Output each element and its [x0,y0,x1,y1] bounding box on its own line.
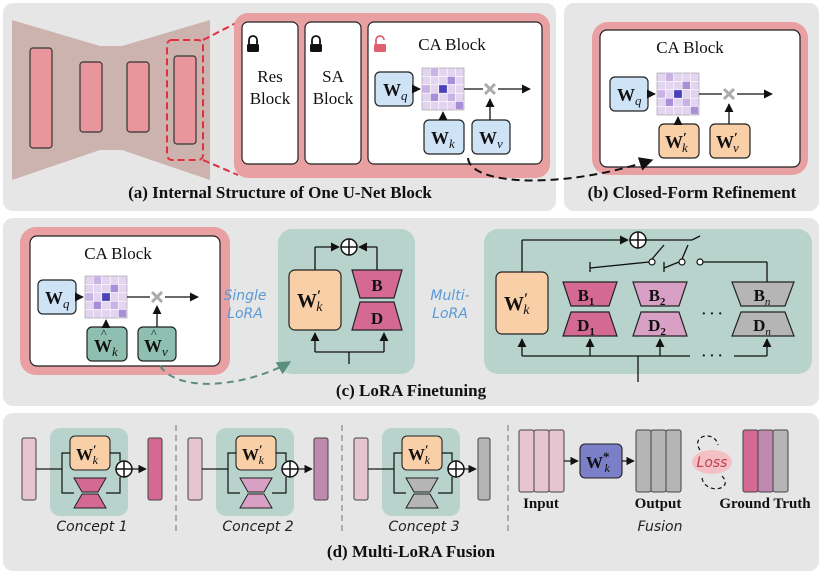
svg-text:B1: B1 [578,286,595,308]
lora-d-block [351,301,403,331]
ca-block-title: CA Block [656,38,724,57]
lora-d2-block [632,311,688,337]
lora-b2-block [632,281,688,307]
lora-b-block [351,269,403,299]
ca-block-title: CA Block [84,244,152,263]
attention-map [421,67,465,111]
concept-1-label: Concept 1 [56,519,127,535]
svg-text:D1: D1 [577,316,595,338]
caption-d: (d) Multi-LoRA Fusion [327,542,496,561]
unet-block-4 [173,55,197,145]
caption-a: (a) Internal Structure of One U-Net Bloc… [128,183,432,202]
sa-block [304,21,362,165]
wv-prime-box [709,123,751,159]
svg-text:D2: D2 [648,316,666,338]
unet-block-2 [79,61,103,133]
input-label: Input [523,496,559,512]
finetune-arrow [159,361,292,385]
svg-text:Wk: Wk [94,336,118,359]
concept-1-module: W′k [21,428,163,516]
svg-text:W′v: W′v [716,131,739,155]
ellipsis-2: · · · [701,349,722,364]
svg-text:D: D [371,309,383,328]
res-block [241,21,299,165]
lora-d1-block [562,311,618,337]
svg-text:W*k: W*k [586,449,611,475]
svg-text:W′k: W′k [504,291,530,318]
add-icon [629,231,647,249]
concept-2-module: W′k [187,428,329,516]
svg-text:Dn: Dn [753,316,771,338]
svg-text:Wq: Wq [617,85,642,108]
ground-truth-stack [742,429,789,493]
loss-blob [692,450,732,474]
attention-map [84,275,128,319]
multi-lora-label: Multi- [430,288,469,304]
lora-b1-block [562,281,618,307]
unet-block-3 [126,61,150,133]
concept-2-label: Concept 2 [222,519,293,535]
concept-3-label: Concept 3 [388,519,459,535]
output-label: Output [635,496,682,512]
svg-text:W′k: W′k [665,131,688,155]
svg-text:Bn: Bn [754,286,771,308]
unet-block-1 [29,47,53,149]
caption-c: (c) LoRA Finetuning [336,381,487,400]
ca-block-title: CA Block [418,35,486,54]
hat-mark: ^ [151,326,157,340]
sa-block-label-2: Block [313,89,354,108]
svg-text:Wk: Wk [431,128,455,151]
svg-text:W′k: W′k [297,288,323,315]
single-lora-label: Single [223,288,266,304]
refine-arrow [467,157,654,182]
svg-text:Wq: Wq [383,80,408,103]
fusion-input-stack [518,429,565,493]
svg-text:B: B [371,276,382,295]
res-block-label-2: Block [250,89,291,108]
svg-text:W′k: W′k [408,442,431,467]
fusion-label: Fusion [638,519,683,535]
multi-lora-label-2: LoRA [432,306,468,322]
svg-text:Wv: Wv [144,336,168,359]
hat-mark: ^ [101,326,107,340]
res-block-label: Res [257,67,283,86]
attention-map [656,72,700,116]
selected-block-highlight [166,39,204,161]
ellipsis: · · · [701,307,722,322]
single-lora-label-2: LoRA [227,306,263,322]
svg-text:W′k: W′k [242,442,265,467]
svg-text:W′k: W′k [76,442,99,467]
wv-box [471,119,511,155]
ground-truth-label: Ground Truth [719,496,811,512]
svg-text:Wv: Wv [479,128,503,151]
svg-text:Wq: Wq [45,288,70,311]
caption-b: (b) Closed-Form Refinement [588,183,797,202]
svg-text:B2: B2 [649,286,666,308]
sa-block-label: SA [322,67,344,86]
loss-label: Loss [697,455,728,471]
fusion-output-stack [635,429,682,493]
add-icon [340,238,358,256]
unet-shape [12,20,210,180]
concept-3-module: W′k [353,428,491,516]
lora-bn-block [731,281,795,307]
lora-dn-block [731,311,795,337]
